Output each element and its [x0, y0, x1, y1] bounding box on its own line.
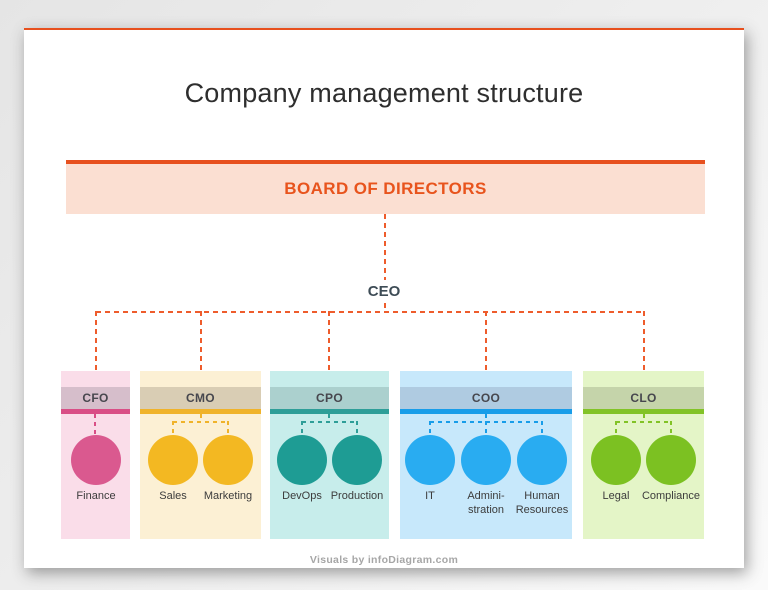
connector-board-to-ceo [384, 214, 386, 280]
connector-clo-drop-2 [670, 421, 672, 435]
slide: Company management structure BOARD OF DI… [24, 28, 744, 568]
footer-credit-link[interactable]: Visuals by infoDiagram.com [309, 554, 459, 566]
connector-cpo-drop-2 [356, 421, 358, 435]
dept-card-cpo: CPO DevOps Production [270, 371, 389, 539]
board-of-directors-box: BOARD OF DIRECTORS [66, 160, 705, 214]
dept-card-coo: COO IT Admini-stration Human Resources [400, 371, 572, 539]
unit-circle-legal [591, 435, 641, 485]
connector-drop-cmo [200, 311, 202, 371]
dept-card-cfo: CFO Finance [61, 371, 130, 539]
connector-coo-drop-1 [429, 421, 431, 435]
dept-title-cmo: CMO [186, 391, 215, 405]
connector-cmo-drop-1 [172, 421, 174, 435]
page-title: Company management structure [184, 78, 584, 108]
dept-accent-line-cmo [140, 409, 261, 414]
dept-card-clo: CLO Legal Compliance [583, 371, 704, 539]
dept-accent-line-cfo [61, 409, 130, 414]
unit-circle-administration [461, 435, 511, 485]
dept-title-clo: CLO [630, 391, 657, 405]
connector-coo-drop-2 [485, 421, 487, 435]
connector-cfo-unit [94, 414, 96, 435]
unit-circle-sales [148, 435, 198, 485]
connector-drop-clo [643, 311, 645, 371]
unit-circle-production [332, 435, 382, 485]
ceo-label: CEO [367, 283, 401, 300]
connector-cpo-drop-1 [301, 421, 303, 435]
dept-header-cfo: CFO [61, 387, 130, 409]
unit-circle-devops [277, 435, 327, 485]
dept-header-cmo: CMO [140, 387, 261, 409]
unit-label-production: Production [330, 490, 384, 502]
connector-cmo-drop-2 [227, 421, 229, 435]
dept-title-coo: COO [471, 391, 501, 405]
connector-coo-drop-3 [541, 421, 543, 435]
connector-cmo-stub [200, 414, 202, 422]
connector-cpo-stub [328, 414, 330, 422]
unit-circle-finance [71, 435, 121, 485]
connector-clo-stub [643, 414, 645, 422]
connector-clo-branch [616, 421, 671, 423]
unit-circle-human-resources [517, 435, 567, 485]
dept-title-cfo: CFO [82, 391, 109, 405]
unit-label-sales: Sales [159, 490, 187, 502]
unit-label-human-resources: Human Resources [515, 490, 569, 516]
dept-accent-line-coo [400, 409, 572, 414]
dept-header-coo: COO [400, 387, 572, 409]
connector-drop-cpo [328, 311, 330, 371]
connector-drop-coo [485, 311, 487, 371]
dept-header-clo: CLO [583, 387, 704, 409]
connector-cpo-branch [302, 421, 357, 423]
unit-label-administration: Admini-stration [467, 490, 505, 516]
dept-accent-line-cpo [270, 409, 389, 414]
unit-circle-it [405, 435, 455, 485]
unit-circle-marketing [203, 435, 253, 485]
connector-coo-stub [485, 414, 487, 422]
connector-clo-drop-1 [615, 421, 617, 435]
dept-title-cpo: CPO [316, 391, 343, 405]
connector-main-branch [96, 311, 644, 313]
connector-drop-cfo [95, 311, 97, 371]
dept-card-cmo: CMO Sales Marketing [140, 371, 261, 539]
connector-ceo-stub [384, 303, 386, 311]
unit-label-compliance: Compliance [641, 490, 701, 502]
board-of-directors-label: BOARD OF DIRECTORS [284, 179, 487, 198]
unit-label-devops: DevOps [282, 490, 322, 502]
unit-circle-compliance [646, 435, 696, 485]
dept-header-cpo: CPO [270, 387, 389, 409]
connector-cmo-branch [173, 421, 228, 423]
unit-label-legal: Legal [602, 490, 630, 502]
unit-label-finance: Finance [76, 490, 116, 502]
dept-accent-line-clo [583, 409, 704, 414]
unit-label-marketing: Marketing [203, 490, 253, 502]
unit-label-it: IT [425, 490, 435, 502]
